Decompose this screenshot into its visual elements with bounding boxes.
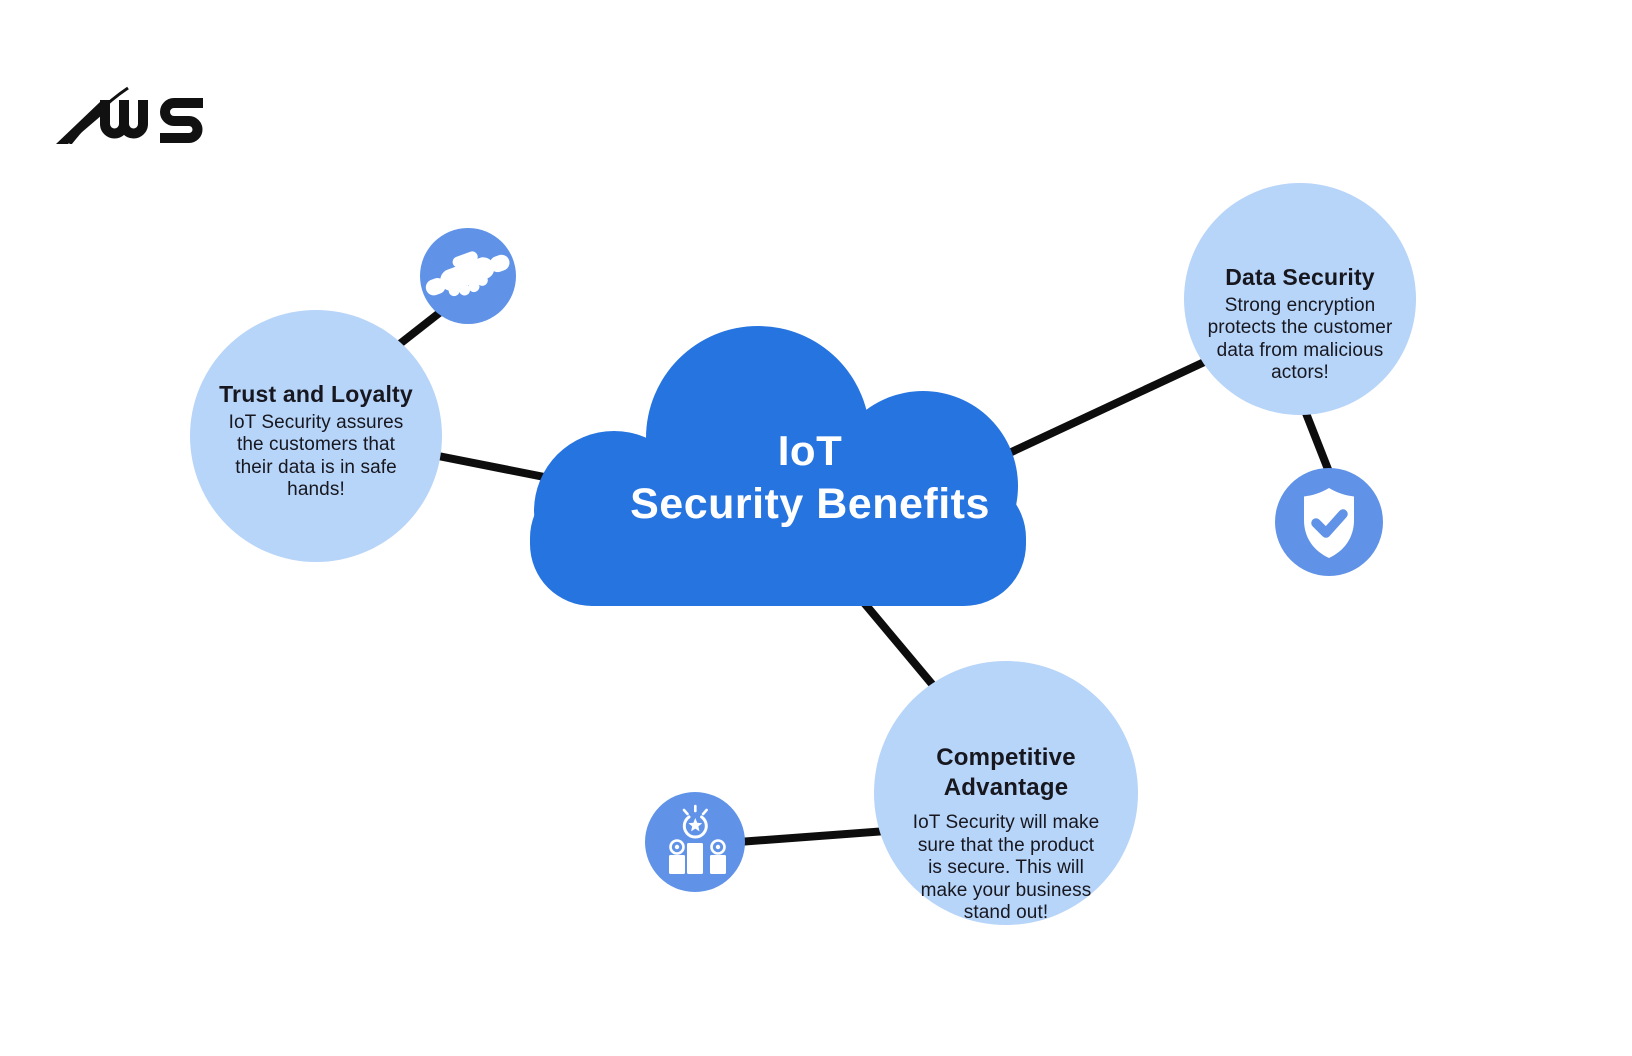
logo-swoosh-wedge: [56, 102, 109, 144]
node-body: IoT Security assures the customers that …: [228, 411, 404, 501]
cloud-title-line1: IoT: [777, 427, 843, 474]
logo-letter-s: [160, 98, 203, 143]
node-title: Competitive Advantage: [936, 744, 1076, 801]
node-data-content: Data Security Strong encryption protects…: [1184, 263, 1416, 385]
connector-cloud-data: [988, 353, 1217, 466]
podium-icon: [645, 792, 745, 892]
center-cloud: IoT Security Benefits: [518, 326, 1034, 606]
node-trust-content: Trust and Loyalty IoT Security assures t…: [190, 380, 442, 502]
node-title: Data Security: [1225, 264, 1375, 290]
node-body: IoT Security will make sure that the pro…: [912, 812, 1100, 923]
node-competitive-advantage: Competitive Advantage IoT Security will …: [874, 661, 1138, 925]
brand-logo: [56, 86, 203, 144]
shield-glyph: [1304, 488, 1354, 558]
connector-podium-competitive: [737, 826, 901, 846]
cloud-title: IoT Security Benefits: [560, 426, 1060, 532]
node-trust-and-loyalty: Trust and Loyalty IoT Security assures t…: [190, 310, 442, 562]
cloud-title-line2: Security Benefits: [630, 480, 990, 528]
podium-glyph: [669, 804, 726, 874]
node-body: Strong encryption protects the customer …: [1207, 294, 1393, 384]
node-data-security: Data Security Strong encryption protects…: [1184, 183, 1416, 415]
node-competitive-content: Competitive Advantage IoT Security will …: [874, 743, 1138, 925]
handshake-glyph: [425, 251, 510, 297]
handshake-icon: [420, 228, 516, 324]
shield-check-icon: [1275, 468, 1383, 576]
logo-letter-w: [100, 100, 148, 139]
cloud-shape: [530, 326, 1026, 606]
node-title: Trust and Loyalty: [219, 381, 413, 407]
